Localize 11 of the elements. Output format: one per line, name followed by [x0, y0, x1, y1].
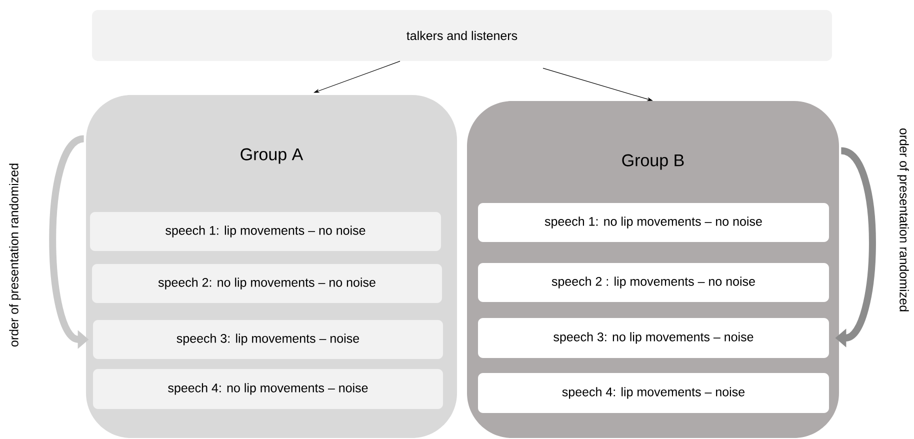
- top-box: talkers and listeners: [92, 10, 832, 61]
- condition-box: speech 1: no lip movements – no noise: [478, 203, 829, 242]
- condition-box: speech 2 : lip movements – no noise: [478, 263, 829, 302]
- condition-box: speech 3: no lip movements – noise: [478, 318, 829, 358]
- condition-box: speech 3: lip movements – noise: [93, 320, 443, 359]
- side-label: order of presentation randomized: [897, 128, 909, 312]
- condition-box: speech 4: no lip movements – noise: [93, 369, 443, 409]
- condition-box: speech 1: lip movements – no noise: [90, 212, 441, 251]
- condition-box: speech 2: no lip movements – no noise: [92, 264, 442, 303]
- condition-box: speech 4: lip movements – noise: [478, 373, 829, 413]
- side-label: order of presentation randomized: [9, 164, 21, 347]
